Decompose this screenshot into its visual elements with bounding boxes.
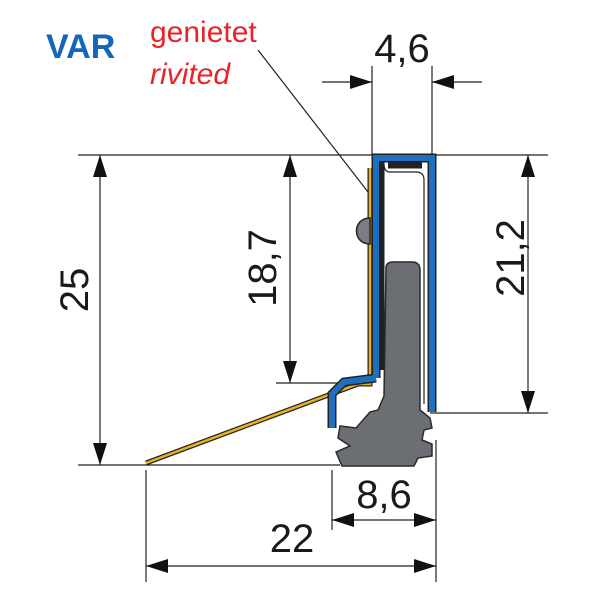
variant-title: VAR <box>46 28 115 66</box>
blue-aluminium-profile <box>329 155 435 428</box>
dim-inner-height-arrow-bottom <box>283 361 297 383</box>
label-rivited: rivited <box>150 58 231 91</box>
dim-top-width-label: 4,6 <box>374 27 430 71</box>
dim-inner-height-arrow-top <box>283 155 297 177</box>
dim-total-height-arrow-bottom <box>93 443 107 465</box>
dim-total-height-label: 25 <box>53 268 97 313</box>
dim-total-width-arrow-left <box>146 559 168 573</box>
gray-gasket <box>335 261 433 467</box>
dim-total-height-arrow-top <box>93 155 107 177</box>
dim-top-width-arrow-left <box>350 75 372 89</box>
rivet-leader-line <box>257 49 369 193</box>
rivet-head-icon <box>355 217 371 245</box>
dim-right-height-arrow-bottom <box>521 391 535 413</box>
dim-bottom-width-arrow-right <box>414 513 436 527</box>
dim-inner-height-label: 18,7 <box>241 229 285 307</box>
dim-total-width-arrow-right <box>414 559 436 573</box>
label-genietet: genietet <box>150 16 257 49</box>
dim-bottom-width-label: 8,6 <box>356 473 412 517</box>
dim-total-width-label: 22 <box>270 517 315 561</box>
dim-top-width-arrow-right <box>432 75 454 89</box>
dim-bottom-width-arrow-left <box>332 513 354 527</box>
dim-right-height-label: 21,2 <box>489 219 533 297</box>
profile-inner-edge <box>383 163 425 404</box>
dim-right-height-arrow-top <box>521 155 535 177</box>
